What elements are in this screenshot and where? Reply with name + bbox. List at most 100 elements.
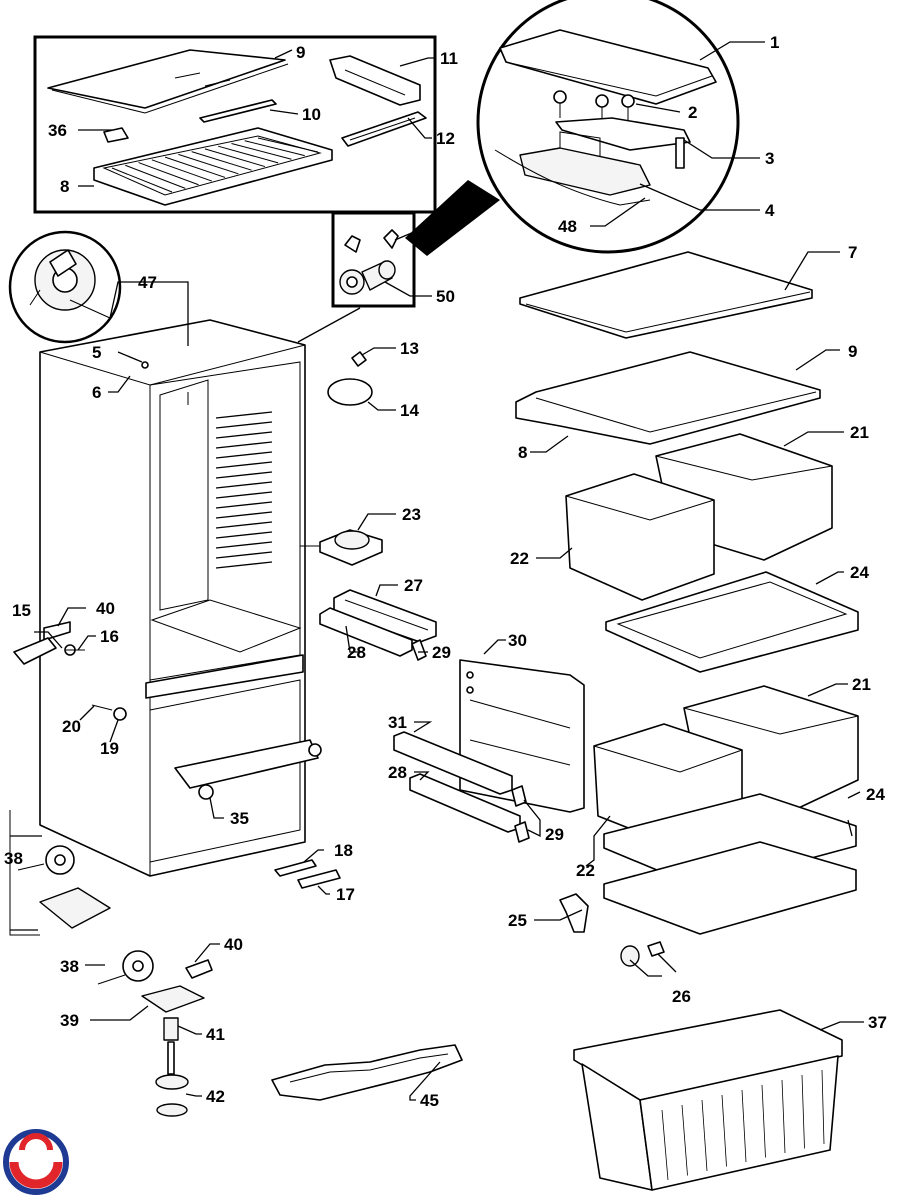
part-lamp-cover-14 — [327, 378, 373, 406]
callout-41: 41 — [206, 1025, 225, 1044]
callout-22-upper: 22 — [510, 549, 529, 568]
part-shelf-frame-grid — [93, 127, 333, 206]
hatch-line — [138, 162, 199, 186]
hatch-line — [681, 1104, 688, 1176]
hatch-line — [741, 1089, 747, 1163]
part-trim-strip — [199, 99, 277, 123]
callout-36: 36 — [48, 121, 67, 140]
callout-23: 23 — [402, 505, 421, 524]
leader-lines — [10, 41, 864, 1101]
part-hinge-plate — [555, 117, 691, 151]
callout-9-inset: 9 — [296, 43, 305, 62]
callout-3: 3 — [765, 149, 774, 168]
part-gasket-45 — [271, 1044, 463, 1101]
callout-20: 20 — [62, 717, 81, 736]
callout-21-upper: 21 — [850, 423, 869, 442]
callout-13: 13 — [400, 339, 419, 358]
callout-22-lower: 22 — [576, 861, 595, 880]
hatch-line — [215, 411, 273, 419]
hatch-line — [151, 159, 212, 182]
hatch-line — [781, 1079, 786, 1154]
callout-4: 4 — [765, 201, 775, 220]
part-hinge-wire — [494, 149, 651, 206]
inset-shelf-detail — [33, 35, 437, 214]
part-tray-24-upper — [605, 571, 859, 673]
fridge-cabinet — [39, 319, 322, 877]
part-screw-20 — [91, 704, 113, 711]
hatch-line — [701, 1099, 708, 1172]
part-roller-group — [9, 810, 213, 1117]
callout-14: 14 — [400, 401, 419, 420]
callout-5: 5 — [92, 343, 101, 362]
hatch-line — [215, 501, 273, 509]
callout-40-lower: 40 — [224, 935, 243, 954]
callout-28-upper: 28 — [347, 643, 366, 662]
part-handle-17 — [297, 869, 341, 889]
callout-27: 27 — [404, 576, 423, 595]
callout-labels: 1 2 3 4 48 9 10 11 12 36 8 49 50 47 5 6 … — [4, 33, 887, 1110]
hatch-line — [215, 521, 273, 529]
hatch-line — [215, 441, 273, 449]
callout-12: 12 — [436, 129, 455, 148]
hatch-line — [231, 142, 292, 160]
hatch-line — [215, 421, 273, 429]
callout-15: 15 — [12, 601, 31, 620]
callout-28-lower: 28 — [388, 763, 407, 782]
hatch-line — [215, 461, 273, 469]
part-basket-37 — [573, 1009, 843, 1191]
hatch-line — [215, 491, 273, 499]
callout-9: 9 — [848, 342, 857, 361]
hatch-line — [821, 1069, 825, 1145]
callout-35: 35 — [230, 809, 249, 828]
callout-30: 30 — [508, 631, 527, 650]
callout-38-lower: 38 — [60, 957, 79, 976]
part-fan-23 — [300, 529, 383, 566]
hatch-line — [257, 137, 319, 153]
hatch-line — [244, 140, 305, 157]
detail-circle-light — [8, 230, 122, 344]
callout-6: 6 — [92, 383, 101, 402]
part-screws — [553, 90, 635, 122]
hatch-line — [215, 511, 273, 519]
part-crisper-cover — [174, 739, 319, 789]
part-glass-shelf-7 — [519, 251, 813, 339]
hatch-line — [215, 561, 273, 569]
part-rails-lower — [393, 731, 530, 843]
inset-connector — [331, 211, 416, 308]
hatch-line — [218, 145, 279, 164]
callout-19: 19 — [100, 739, 119, 758]
detail-circle-hinge — [405, 0, 740, 256]
callout-38-upper: 38 — [4, 849, 23, 868]
part-handle-18 — [274, 859, 317, 877]
hatch-line — [801, 1074, 805, 1149]
detail-pointer — [405, 180, 500, 256]
hatch-line — [215, 551, 273, 559]
hatch-line — [125, 164, 186, 189]
callout-39: 39 — [60, 1011, 79, 1030]
callout-29-upper: 29 — [432, 643, 451, 662]
hatch-line — [761, 1084, 766, 1158]
brand-logo — [3, 1129, 69, 1195]
hatch-line — [215, 531, 273, 539]
part-screw-5 — [141, 361, 149, 369]
callout-37: 37 — [868, 1013, 887, 1032]
callout-29-lower: 29 — [545, 825, 564, 844]
hatch-line — [215, 481, 273, 489]
callout-45: 45 — [420, 1091, 439, 1110]
part-rails-upper — [319, 589, 437, 661]
hatch-line — [164, 156, 226, 178]
hatch-line — [111, 167, 173, 193]
callout-17: 17 — [336, 885, 355, 904]
callout-1: 1 — [770, 33, 779, 52]
callout-40-upper: 40 — [96, 599, 115, 618]
callout-10: 10 — [302, 105, 321, 124]
part-clip-36 — [103, 127, 129, 143]
part-damper-26 — [620, 941, 665, 967]
hatch-line — [191, 151, 252, 171]
hatch-line — [178, 153, 239, 175]
callout-7: 7 — [848, 243, 857, 262]
part-bulb-13 — [351, 351, 367, 367]
callout-18: 18 — [334, 841, 353, 860]
callout-24-upper: 24 — [850, 563, 869, 582]
